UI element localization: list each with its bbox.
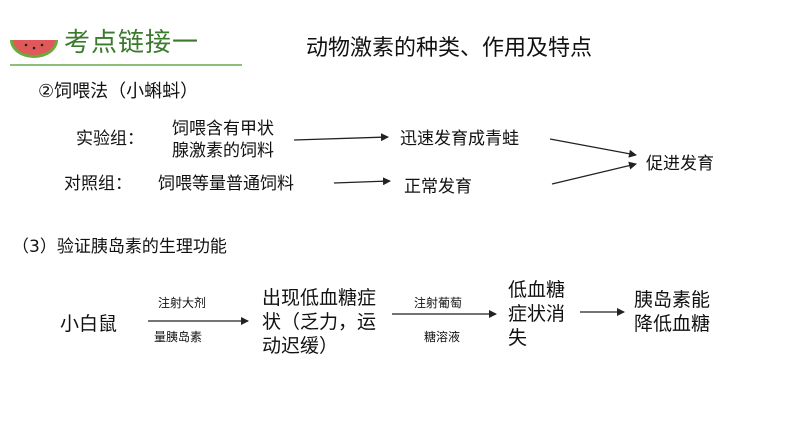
- arrow-experimental-to-result: [293, 133, 389, 142]
- section1-conclusion: 促进发育: [646, 154, 714, 174]
- control-action: 饲喂等量普通饲料: [158, 174, 294, 194]
- step2-label-above: 注射葡萄: [414, 296, 463, 310]
- symptom-line2: 状（乏力，运: [262, 311, 377, 333]
- experimental-action-line2: 腺激素的饲料: [172, 141, 274, 161]
- subject-label: 小白鼠: [60, 313, 118, 335]
- insulin-conclusion-line1: 胰岛素能: [634, 289, 711, 311]
- step1-label-below: 量胰岛素: [154, 330, 203, 344]
- experimental-action-line1: 饲喂含有甲状: [172, 119, 274, 139]
- arrow-experimental-result-to-conclusion: [549, 138, 637, 158]
- arrow-control-result-to-conclusion: [551, 161, 637, 185]
- symptom-line1: 出现低血糖症: [262, 287, 377, 309]
- experimental-group-label: 实验组：: [76, 129, 144, 149]
- experimental-result: 迅速发育成青蛙: [400, 129, 519, 149]
- arrow-control-to-result: [333, 177, 391, 186]
- step1-label-above: 注射大剂: [158, 296, 207, 310]
- recovery-line2: 症状消: [508, 303, 566, 325]
- insulin-conclusion-line2: 降低血糖: [634, 313, 711, 335]
- title-underline: [10, 64, 242, 66]
- control-group-label: 对照组：: [64, 174, 132, 194]
- insulin-section-heading: （3）验证胰岛素的生理功能: [12, 237, 227, 257]
- symptom-line3: 动迟缓）: [262, 335, 339, 357]
- recovery-line3: 失: [508, 327, 528, 349]
- watermelon-logo-icon: [10, 40, 58, 58]
- page-subtitle: 动物激素的种类、作用及特点: [306, 36, 593, 61]
- method-heading: ②饲喂法（小蝌蚪）: [38, 81, 199, 102]
- step2-label-below: 糖溶液: [424, 330, 461, 344]
- control-result: 正常发育: [404, 177, 472, 197]
- page-title: 考点链接一: [64, 28, 200, 58]
- recovery-line1: 低血糖: [508, 279, 566, 301]
